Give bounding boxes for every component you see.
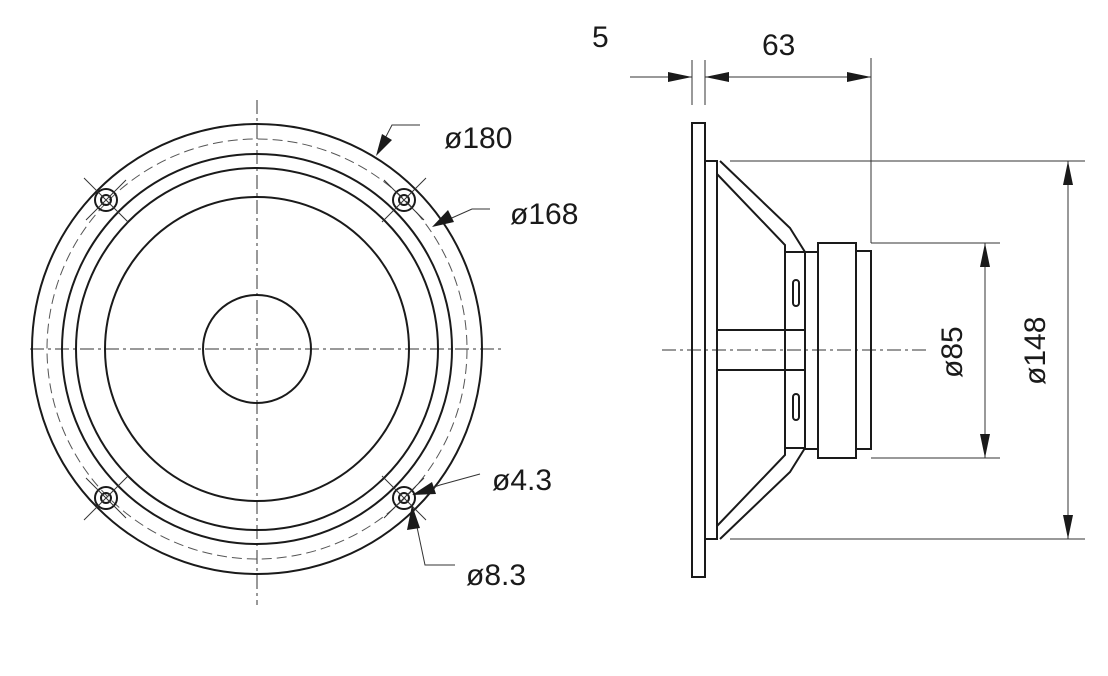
hole-head-diameter-label: ø8.3 <box>466 559 526 592</box>
basket-bottom-outer <box>719 447 806 540</box>
cone-edge <box>104 196 410 502</box>
mounting-hole <box>381 475 427 521</box>
surround-inner <box>75 167 439 531</box>
side-view: 5 63 ø85 ø148 <box>592 21 1085 578</box>
flange-thickness-label: 5 <box>592 21 609 54</box>
dust-cap <box>202 294 312 404</box>
basket-inner <box>716 173 786 527</box>
mounting-hole <box>83 475 129 521</box>
hole-diameter-label: ø4.3 <box>492 464 552 497</box>
frame-plate <box>704 160 718 540</box>
mounting-holes <box>83 177 427 521</box>
depth-label: 63 <box>762 29 795 62</box>
vent-slot <box>792 393 800 421</box>
outer-diameter-label: ø180 <box>444 122 512 155</box>
mounting-hole <box>381 177 427 223</box>
frame-diameter-label: ø148 <box>1019 317 1052 385</box>
vent-slot <box>792 279 800 307</box>
mounting-hole <box>83 177 129 223</box>
magnet-diameter-label: ø85 <box>936 326 969 378</box>
front-view: ø180 ø168 ø4.3 ø8.3 <box>30 100 578 605</box>
surround-outer <box>61 153 453 545</box>
outer-rim <box>31 123 483 575</box>
bolt-circle <box>46 138 468 560</box>
basket-top-outer <box>719 160 806 253</box>
cutout-diameter-label: ø168 <box>510 198 578 231</box>
back-plate <box>855 250 872 450</box>
